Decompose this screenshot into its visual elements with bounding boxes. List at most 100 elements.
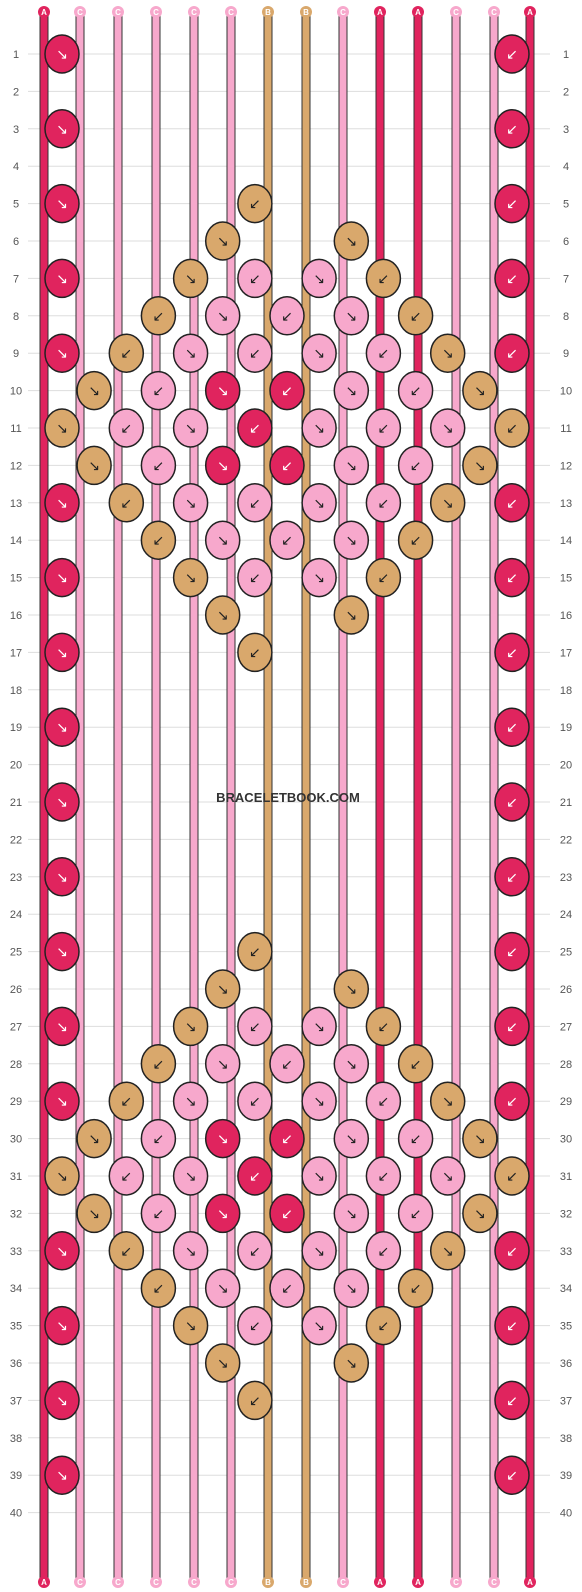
knot-arrow-icon: ↙ — [506, 271, 518, 287]
row-number-right: 15 — [560, 573, 572, 585]
knot-arrow-icon: ↙ — [378, 346, 390, 362]
knot-C — [301, 1006, 337, 1047]
knot-A — [494, 1305, 530, 1346]
knot-arrow-icon: ↘ — [217, 234, 229, 250]
knot-C — [333, 1118, 370, 1159]
knot-C — [172, 333, 209, 373]
knot-C — [269, 296, 305, 336]
knot-arrow-icon: ↘ — [56, 197, 68, 213]
row-number-right: 29 — [560, 1096, 572, 1108]
knot-C — [237, 557, 273, 598]
top-strand-label-dot — [374, 6, 386, 18]
knot-A — [44, 1231, 80, 1271]
knot-A — [44, 183, 80, 224]
knot-A — [44, 931, 80, 972]
knot-B — [204, 1343, 241, 1383]
top-strand-label-dot — [225, 6, 237, 18]
knot-arrow-icon: ↘ — [313, 421, 325, 437]
row-number-left: 6 — [13, 236, 19, 248]
top-strand-label: B — [303, 8, 309, 17]
knot-arrow-icon: ↘ — [56, 421, 68, 437]
knot-arrow-icon: ↙ — [506, 571, 518, 587]
knot-A — [44, 1305, 80, 1346]
knot-arrow-icon: ↙ — [410, 1281, 422, 1297]
row-number-left: 10 — [10, 386, 22, 398]
knot-arrow-icon: ↘ — [185, 1244, 197, 1260]
bottom-strand-label: A — [377, 1578, 383, 1587]
top-strand-label: A — [527, 8, 533, 17]
knot-arrow-icon: ↘ — [217, 458, 229, 474]
bottom-strand-label: C — [340, 1578, 346, 1587]
knot-B — [333, 1343, 370, 1383]
knot-arrow-icon: ↘ — [217, 1132, 229, 1148]
knot-A — [44, 1380, 80, 1421]
knot-arrow-icon: ↘ — [56, 1468, 68, 1484]
knot-C — [237, 1081, 273, 1121]
knot-C — [204, 296, 241, 336]
knot-C — [204, 520, 241, 560]
knot-C — [237, 333, 273, 373]
knot-arrow-icon: ↘ — [313, 346, 325, 362]
knot-C — [301, 1231, 337, 1271]
bottom-strand-label: C — [491, 1578, 497, 1587]
knot-arrow-icon: ↘ — [345, 982, 357, 998]
knot-C — [333, 445, 370, 486]
row-number-left: 8 — [13, 311, 19, 323]
knot-arrow-icon: ↙ — [378, 496, 390, 512]
knot-B — [172, 557, 209, 598]
top-strand-label: C — [228, 8, 234, 17]
knot-B — [204, 595, 241, 635]
bottom-strand-label-dot — [524, 1576, 536, 1588]
knot-arrow-icon: ↙ — [153, 309, 165, 325]
row-number-right: 11 — [560, 423, 571, 435]
knot-arrow-icon: ↘ — [56, 1319, 68, 1335]
knot-arrow-icon: ↙ — [281, 309, 293, 325]
row-number-left: 7 — [13, 273, 19, 285]
top-strand-label-dot — [74, 6, 86, 18]
row-number-right: 2 — [563, 86, 569, 98]
knot-arrow-icon: ↙ — [506, 1468, 518, 1484]
row-number-right: 17 — [560, 647, 572, 659]
knot-arrow-icon: ↘ — [56, 945, 68, 961]
row-number-right: 24 — [560, 909, 572, 921]
knot-arrow-icon: ↘ — [313, 1094, 325, 1110]
knot-C — [333, 1044, 370, 1084]
knot-arrow-icon: ↘ — [313, 1319, 325, 1335]
knot-C — [204, 1268, 241, 1308]
knot-C — [237, 483, 273, 523]
top-strand-label: C — [491, 8, 497, 17]
knot-arrow-icon: ↘ — [442, 1244, 454, 1260]
knot-arrow-icon: ↙ — [506, 421, 518, 437]
knot-A — [269, 445, 305, 486]
knot-B — [333, 595, 370, 635]
knot-A — [494, 1231, 530, 1271]
row-number-right: 5 — [563, 199, 569, 211]
knot-arrow-icon: ↘ — [217, 384, 229, 400]
knot-C — [365, 483, 402, 523]
knot-C — [172, 1081, 209, 1121]
knot-arrow-icon: ↘ — [56, 1244, 68, 1260]
bottom-strand-label-dot — [112, 1576, 124, 1588]
knot-B — [76, 445, 112, 486]
knot-arrow-icon: ↘ — [442, 496, 454, 512]
bottom-strand-label-dot — [374, 1576, 386, 1588]
knot-arrow-icon: ↙ — [120, 1244, 132, 1260]
row-number-left: 31 — [10, 1171, 22, 1183]
knot-A — [44, 707, 80, 747]
knot-B — [462, 370, 498, 411]
top-strand-label-dot — [412, 6, 424, 18]
knot-B — [44, 1156, 80, 1196]
knot-arrow-icon: ↙ — [506, 346, 518, 362]
knot-arrow-icon: ↙ — [378, 1169, 390, 1185]
knot-arrow-icon: ↙ — [249, 197, 261, 213]
knot-A — [494, 183, 530, 224]
knot-arrow-icon: ↙ — [506, 1019, 518, 1035]
knot-A — [237, 408, 273, 448]
knot-C — [333, 296, 370, 336]
knot-arrow-icon: ↙ — [410, 384, 422, 400]
knot-arrow-icon: ↙ — [281, 1206, 293, 1222]
knot-B — [462, 1118, 498, 1159]
knot-B — [44, 408, 80, 448]
knot-C — [301, 483, 337, 523]
knot-arrow-icon: ↙ — [249, 1019, 261, 1035]
